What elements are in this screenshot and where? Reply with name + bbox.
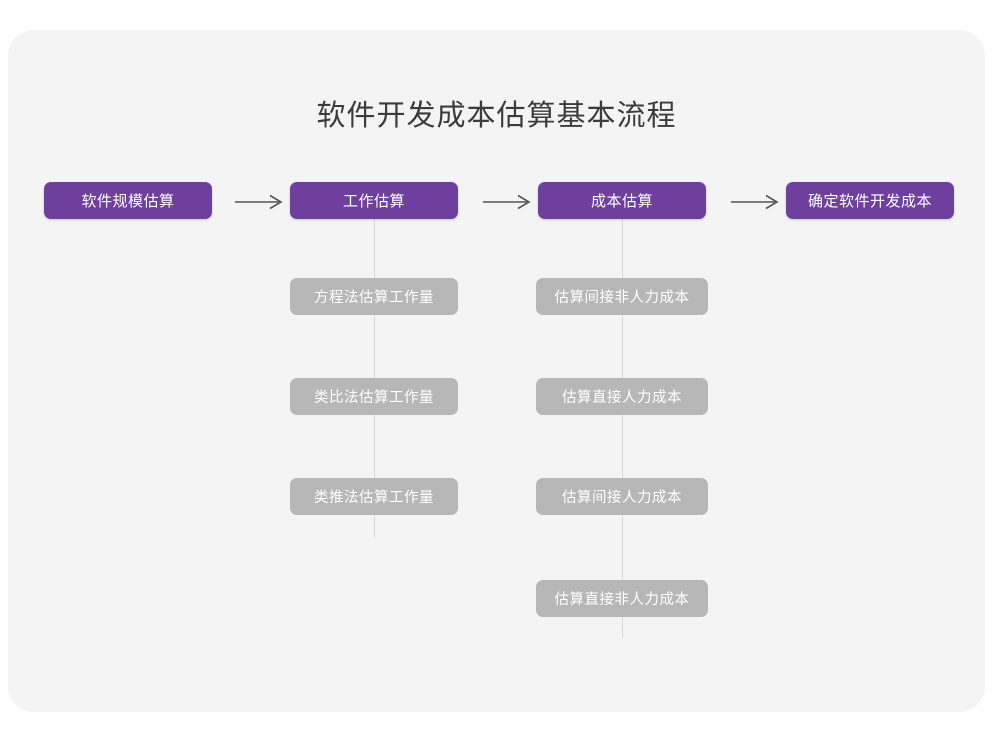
flow-step-determine-development-cost[interactable]: 确定软件开发成本 bbox=[786, 182, 954, 219]
page-title: 软件开发成本估算基本流程 bbox=[316, 100, 677, 132]
effort-branch-item-inference-method[interactable]: 类推法估算工作量 bbox=[290, 478, 458, 515]
cost-branch-label: 估算直接非人力成本 bbox=[554, 592, 690, 608]
flow-step-cost-estimation[interactable]: 成本估算 bbox=[538, 182, 706, 219]
effort-branch-label: 方程法估算工作量 bbox=[314, 290, 434, 306]
cost-branch-item-direct-nonlabor[interactable]: 估算直接非人力成本 bbox=[536, 580, 708, 617]
cost-branch-item-indirect-nonlabor[interactable]: 估算间接非人力成本 bbox=[536, 278, 708, 315]
cost-branch-item-direct-labor[interactable]: 估算直接人力成本 bbox=[536, 378, 708, 415]
flow-step-software-scale-estimation[interactable]: 软件规模估算 bbox=[44, 182, 212, 219]
diagram-card: 软件开发成本估算基本流程 软件规模估算 工作估算 成本估算 bbox=[8, 30, 985, 712]
flow-arrow-3 bbox=[726, 190, 786, 214]
flow-arrow-1 bbox=[230, 190, 290, 214]
cost-branch-label: 估算间接人力成本 bbox=[562, 490, 682, 506]
connector-line-cost bbox=[622, 218, 623, 638]
effort-branch-item-equation-method[interactable]: 方程法估算工作量 bbox=[290, 278, 458, 315]
flow-arrow-2 bbox=[478, 190, 538, 214]
effort-branch-item-analogy-method[interactable]: 类比法估算工作量 bbox=[290, 378, 458, 415]
flow-step-label: 成本估算 bbox=[590, 193, 653, 210]
cost-branch-item-indirect-labor[interactable]: 估算间接人力成本 bbox=[536, 478, 708, 515]
effort-branch-label: 类推法估算工作量 bbox=[314, 490, 434, 506]
flow-step-label: 工作估算 bbox=[342, 193, 405, 210]
cost-branch-label: 估算间接非人力成本 bbox=[554, 290, 690, 306]
cost-branch-label: 估算直接人力成本 bbox=[562, 390, 682, 406]
flow-step-label: 软件规模估算 bbox=[81, 193, 175, 210]
flow-step-label: 确定软件开发成本 bbox=[807, 193, 932, 210]
flow-step-effort-estimation[interactable]: 工作估算 bbox=[290, 182, 458, 219]
effort-branch-label: 类比法估算工作量 bbox=[314, 390, 434, 406]
